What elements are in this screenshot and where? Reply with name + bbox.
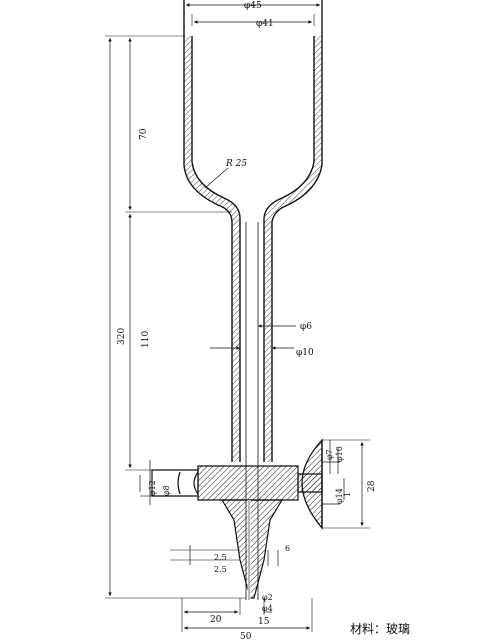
dim-height-110: 110 [141,331,151,348]
dim-height-320: 320 [117,328,127,345]
dim-gap-b: 2.5 [214,565,227,574]
dim-stopcock-14: φ14 [335,488,344,504]
dim-stopcock-7: φ7 [325,449,334,460]
dim-height-70: 70 [139,128,149,140]
dim-stopcock-1: 1 [343,492,352,497]
dim-top-outer: φ45 [244,1,262,11]
dim-stem-outer: φ10 [296,348,314,358]
dim-radius: R 25 [225,159,247,169]
dim-tip-4: φ4 [262,604,273,613]
dimension-lines [108,3,364,630]
dim-stopcock-10: φ10 [335,446,344,462]
dim-flange-8: φ8 [162,485,171,496]
dim-bottom-20: 20 [210,615,222,625]
stopcock-handle [301,438,340,530]
extension-lines [105,0,370,632]
dim-stem-inner: φ6 [300,322,312,332]
material-label: 材料：玻璃 [350,622,411,636]
dim-flange-12: φ12 [148,480,157,496]
dim-gap-a: 2.5 [214,553,227,562]
radius-leader [204,167,229,189]
dim-top-inner: φ41 [256,19,274,29]
dim-bottom-50: 50 [240,632,252,642]
wall-hatching [184,36,322,462]
dim-tip-2: φ2 [262,593,273,602]
dim-bottom-15: 15 [258,617,270,627]
dim-tip-6: 6 [285,544,290,553]
stopcock-body [151,465,323,600]
dim-stopcock-28: 28 [367,480,377,492]
